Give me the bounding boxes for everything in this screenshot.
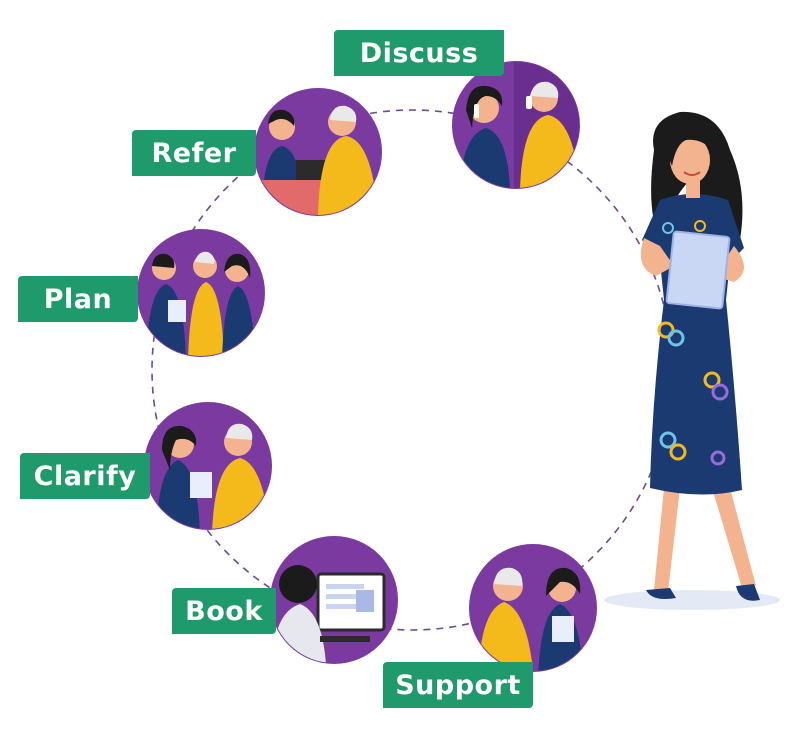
dashed-connector-ring (151, 109, 673, 631)
step-label-discuss: Discuss (334, 30, 504, 76)
clarify-scene-icon (144, 402, 272, 530)
step-label-text: Book (185, 595, 263, 627)
step-label-text: Discuss (359, 37, 479, 69)
step-label-plan: Plan (18, 276, 138, 322)
step-label-clarify: Clarify (20, 453, 150, 499)
step-label-book: Book (172, 588, 276, 634)
plan-scene-icon (137, 229, 265, 357)
discuss-scene-icon (452, 61, 580, 189)
step-label-text: Support (395, 669, 521, 701)
step-label-text: Clarify (33, 460, 137, 492)
refer-scene-icon (254, 88, 382, 216)
step-label-support: Support (383, 662, 533, 708)
nurse-figure-icon (604, 111, 780, 610)
step-label-text: Refer (151, 137, 237, 169)
step-label-refer: Refer (132, 130, 256, 176)
book-scene-icon (270, 536, 398, 664)
support-scene-icon (469, 544, 597, 672)
step-label-text: Plan (43, 283, 113, 315)
